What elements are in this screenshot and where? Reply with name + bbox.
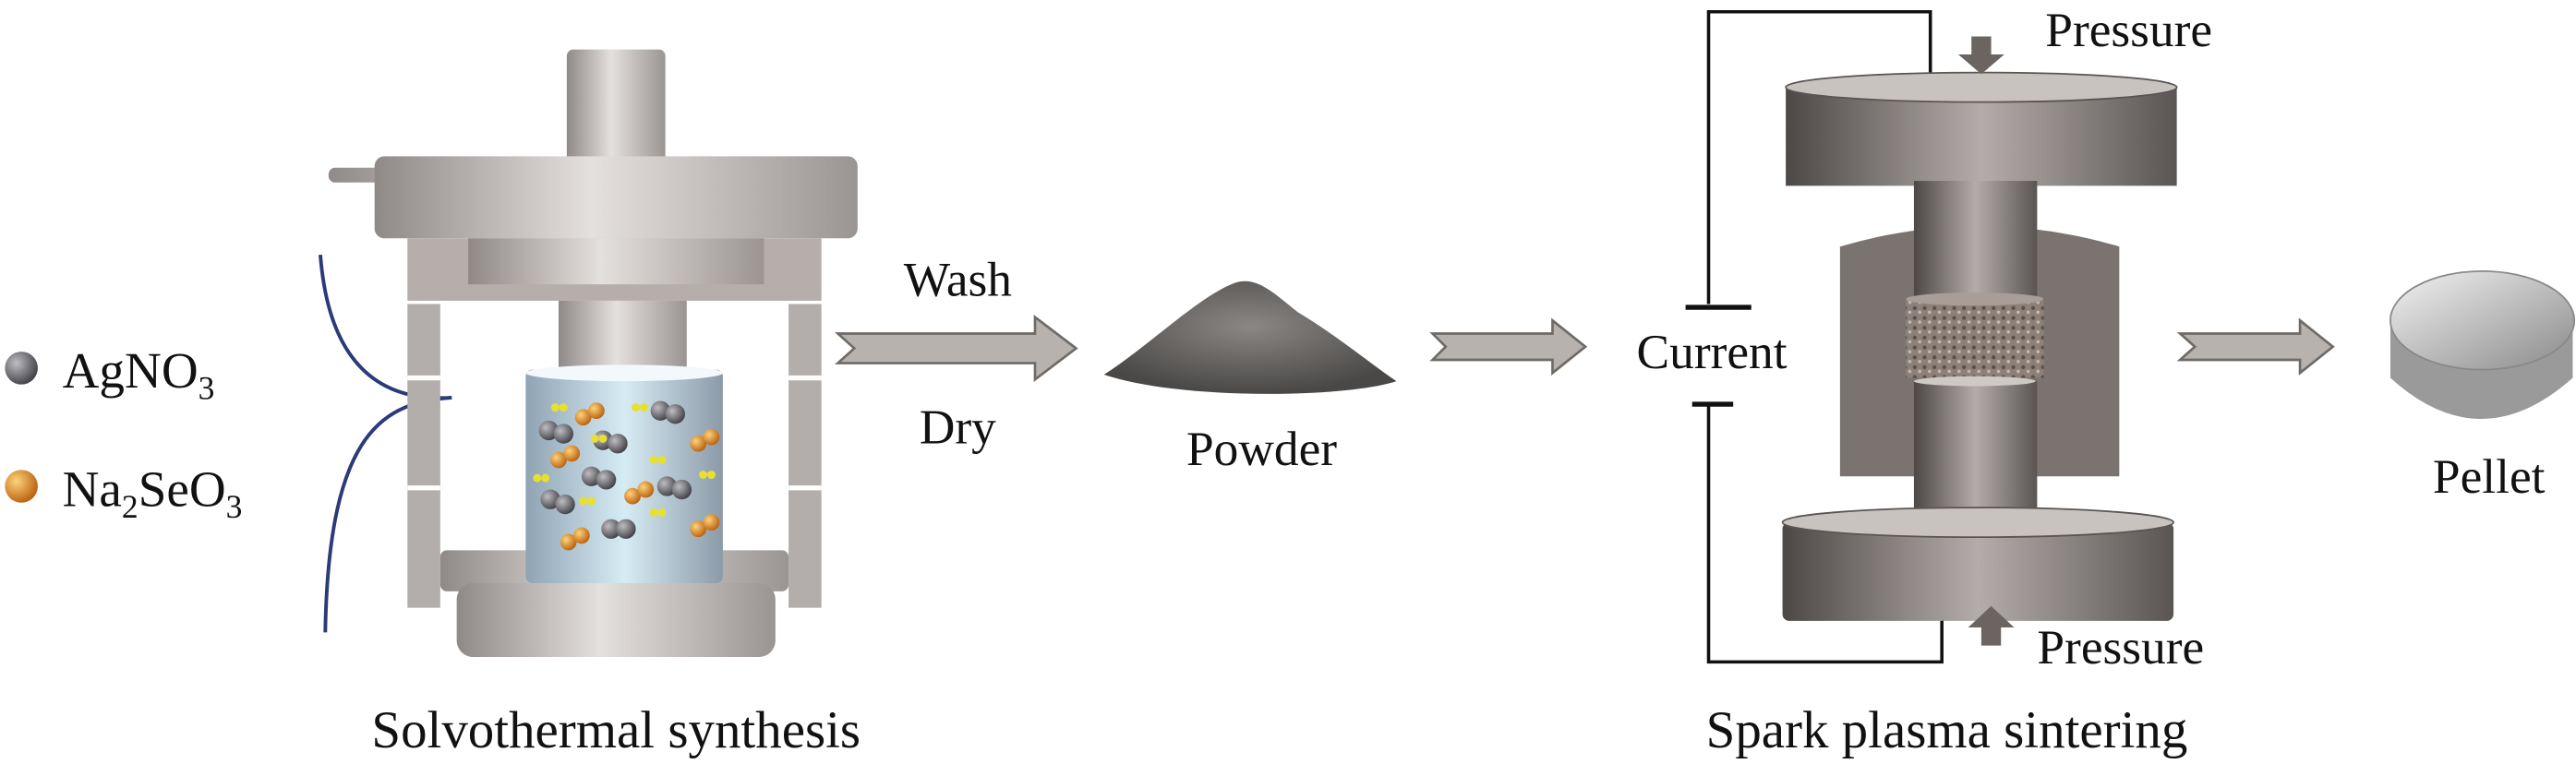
label-wash: Wash (904, 252, 1012, 307)
legend-na2seo3: Na2SeO3 (63, 460, 243, 524)
label-pellet: Pellet (2433, 448, 2546, 504)
label-pressure-top: Pressure (2045, 2, 2212, 57)
label-current: Current (1637, 324, 1788, 379)
legend: AgNO3 Na2SeO3 (5, 342, 242, 525)
powder-pile (1103, 281, 1397, 394)
agno3-ball-icon (5, 352, 38, 385)
process-arrow-1 (834, 315, 1078, 383)
sps-illustration (1781, 71, 2178, 621)
particles (533, 400, 720, 551)
label-dry: Dry (920, 400, 996, 455)
na2seo3-ball-icon (5, 470, 38, 503)
process-arrow-2 (1429, 317, 1588, 376)
process-arrow-3 (2176, 317, 2335, 376)
label-pressure-bottom: Pressure (2037, 619, 2204, 674)
pressure-arrow-down-icon (1957, 36, 2004, 75)
pressure-arrow-up-icon (1968, 605, 2015, 646)
current-circuit (1685, 9, 1944, 664)
caption-solvothermal: Solvothermal synthesis (371, 701, 861, 759)
pellet-illustration (2389, 270, 2576, 420)
autoclave-illustration (328, 49, 858, 658)
legend-agno3: AgNO3 (63, 342, 215, 406)
label-powder: Powder (1186, 421, 1337, 476)
caption-sps: Spark plasma sintering (1706, 701, 2188, 759)
bracket-curve (319, 254, 452, 633)
